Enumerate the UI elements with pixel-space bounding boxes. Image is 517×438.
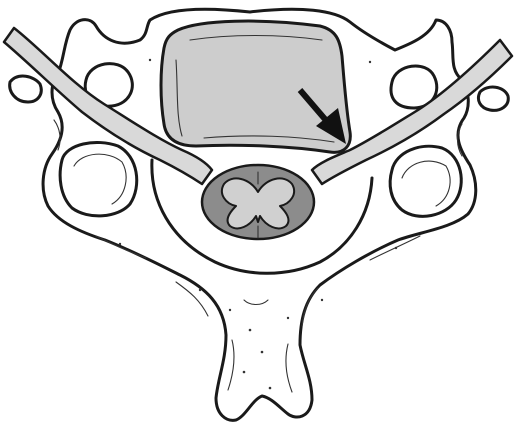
left-articular-facet: [60, 142, 137, 215]
right-root-stub: [478, 87, 508, 110]
central-mass: [161, 21, 350, 152]
left-root-stub: [10, 76, 42, 102]
